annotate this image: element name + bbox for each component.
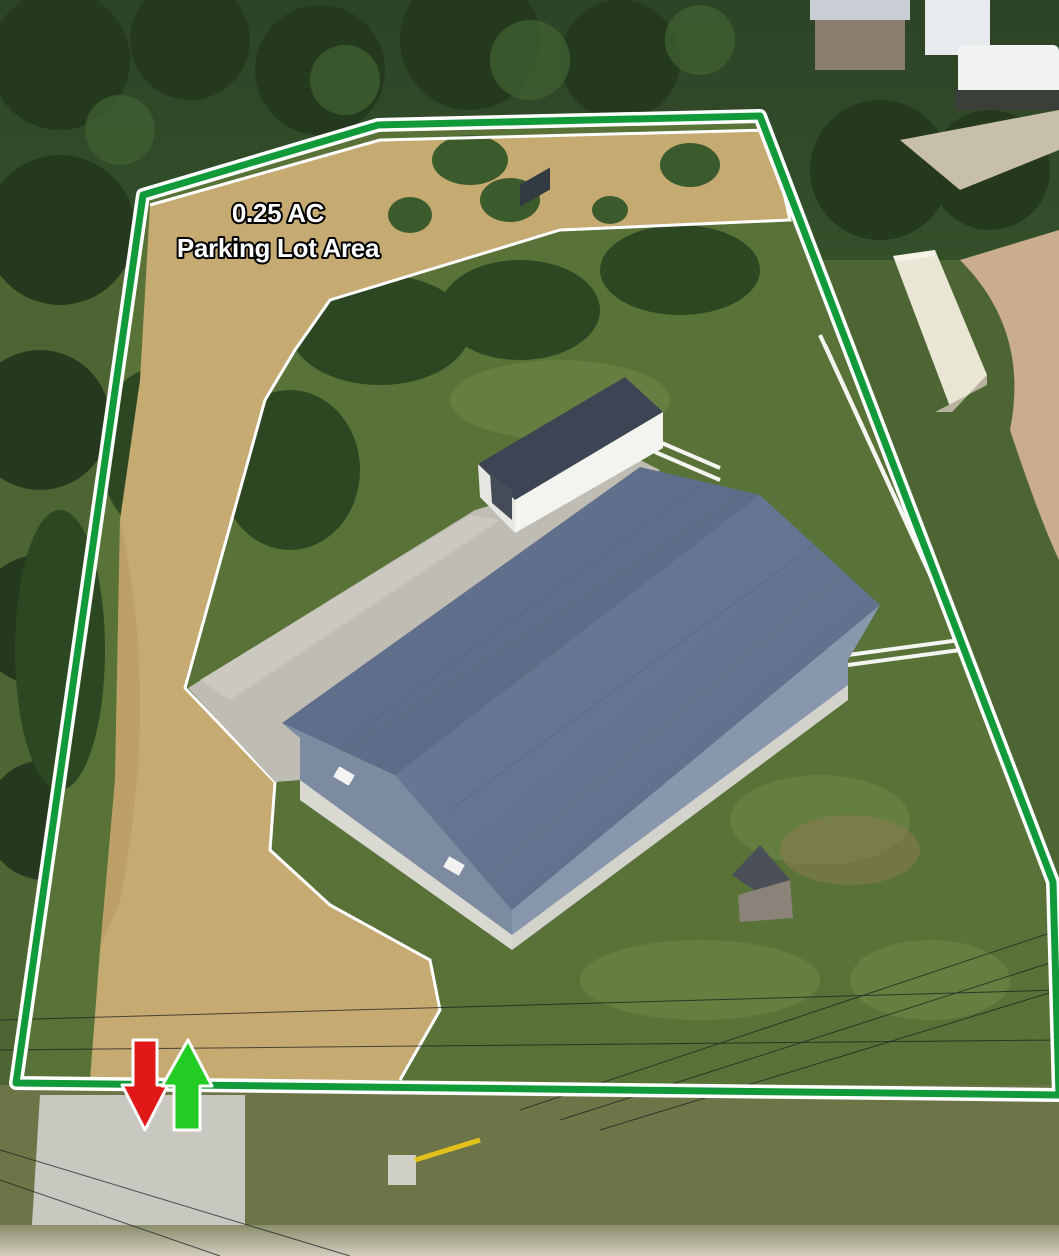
tiny-house (478, 167, 663, 533)
neighbor-rv (958, 45, 1059, 95)
concrete-driveway-apron (30, 1095, 245, 1256)
sand-patch-right (900, 110, 1059, 190)
shipping-container (893, 250, 987, 412)
parking-lot-dirt (90, 130, 790, 1080)
area-acreage-label: 0.25 AC (232, 198, 325, 228)
road (0, 1225, 1059, 1256)
property-boundary (12, 112, 1059, 1099)
storage-shed (732, 845, 793, 922)
arrow-down-icon (120, 1038, 170, 1132)
metal-building (282, 467, 880, 950)
area-name-label: Parking Lot Area (177, 233, 380, 263)
tree-highlights (85, 5, 735, 165)
arrow-up-icon (160, 1038, 214, 1132)
